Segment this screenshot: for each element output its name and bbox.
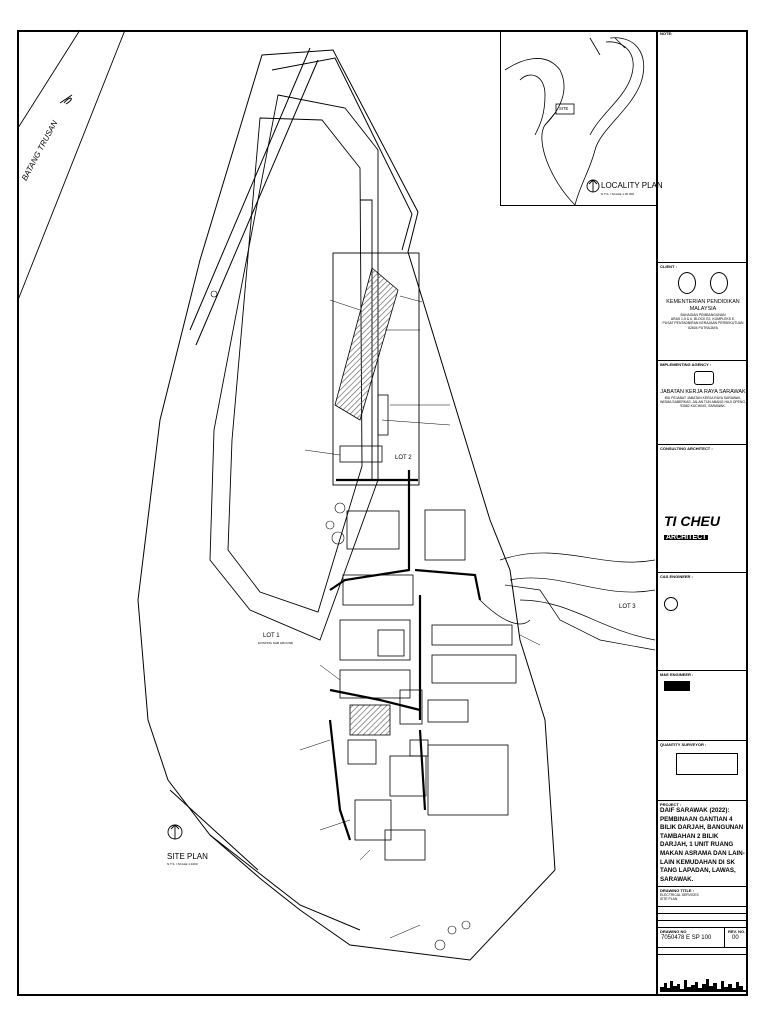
qs-logo-icon (676, 753, 738, 775)
service-routes (328, 470, 482, 841)
lot-label-3: LOT 3 (619, 604, 636, 610)
label-leaders (299, 295, 541, 939)
drawing-number-section: DRAWING NO REV. NO. 7050478 E SP 100 00 (658, 927, 748, 948)
me-engineer-logo-icon (664, 681, 690, 691)
buildings (334, 267, 517, 861)
site-plan-title: SITE PLAN (167, 852, 208, 861)
drawing-info-row (658, 906, 748, 913)
drawing-title-section: DRAWING TITLE : ELECTRICAL SERVICES SITE… (658, 886, 748, 926)
cs-engineer-section: C&S ENGINEER : (658, 572, 748, 670)
me-engineer-section: M&E ENGINEER : (658, 670, 748, 740)
drawing-info-row (658, 920, 748, 927)
rev-no-label: REV. NO. (728, 929, 746, 934)
architect-name: TI CHEU (664, 513, 720, 529)
site-boundary (137, 47, 556, 961)
drawing-sheet-border (17, 30, 748, 996)
river-flow-arrow (59, 94, 73, 105)
trees (210, 290, 471, 951)
client-label: CLIENT : (660, 264, 677, 269)
river-banks (17, 29, 126, 301)
drawing-info-row (658, 954, 748, 961)
cs-engineer-label: C&S ENGINEER : (660, 574, 693, 579)
implementing-name: JABATAN KERJA RAYA SARAWAK (660, 389, 746, 395)
cs-engineer-logo-icon (664, 597, 678, 611)
drawing-title-label: DRAWING TITLE : (660, 888, 694, 893)
note-section: NOTE: (658, 30, 748, 262)
crest-logo-icon (678, 272, 696, 294)
drawing-info-row (658, 913, 748, 920)
locality-plan-panel (500, 30, 656, 206)
site-plan-scale: N.T.S. / SCALE 1:1000 (167, 862, 198, 866)
locality-map (504, 37, 644, 206)
project-title: DAIF SARAWAK (2022): PEMBINAAN GANTIAN 4… (660, 807, 745, 883)
rev-divider (724, 928, 725, 948)
architect-sub: ARCHITECT (664, 534, 709, 541)
skyline-logo-icon (660, 979, 746, 992)
ministry-logo-icon (710, 272, 728, 294)
lot-label-1: LOT 1 (263, 633, 280, 639)
lot-label-2: LOT 2 (395, 455, 412, 461)
consulting-label: CONSULTING ARCHITECT : (660, 446, 713, 451)
qs-section: QUANTITY SURVEYOR : (658, 740, 748, 800)
drawing-number: 7050478 E SP 100 (661, 935, 712, 941)
locality-plan-title: LOCALITY PLAN (601, 181, 663, 190)
jkr-logo-icon (694, 371, 714, 385)
implementing-section: IMPLEMENTING AGENCY : JABATAN KERJA RAYA… (658, 360, 748, 444)
lot-boundaries (209, 94, 420, 641)
me-engineer-label: M&E ENGINEER : (660, 672, 694, 677)
project-section: PROJECT : DAIF SARAWAK (2022): PEMBINAAN… (658, 800, 748, 886)
drawing-no-label: DRAWING NO (660, 929, 687, 934)
implementing-label: IMPLEMENTING AGENCY : (660, 362, 712, 367)
lot1-sub-label: EXISTING SHB GROUND (258, 641, 294, 645)
lot3-contours (479, 552, 656, 651)
consulting-architect-section: CONSULTING ARCHITECT : TI CHEU ARCHITECT (658, 444, 748, 572)
revision-number: 00 (732, 935, 739, 941)
drawing-info-row (658, 947, 748, 954)
title-block: NOTE: CLIENT : KEMENTERIAN PENDIDIKAN MA… (656, 30, 748, 996)
qs-label: QUANTITY SURVEYOR : (660, 742, 707, 747)
north-arrows (167, 179, 600, 840)
note-label: NOTE: (660, 31, 673, 36)
project-label: PROJECT : (660, 802, 682, 807)
client-name: KEMENTERIAN PENDIDIKAN MALAYSIA (666, 299, 740, 312)
client-address: BAHAGIAN PEMBANGUNAN ARAS 1-5 & 6, BLOCK… (662, 313, 744, 330)
drawing-title: ELECTRICAL SERVICES SITE PLAN (660, 893, 699, 902)
implementing-address: IBU PEJABAT JABATAN KERJA RAYA SARAWAK, … (660, 396, 746, 409)
locality-site-tag: SITE (559, 106, 569, 111)
locality-plan-scale: N.T.S. / SCALE 1:20 000 (601, 192, 635, 196)
client-section: CLIENT : KEMENTERIAN PENDIDIKAN MALAYSIA… (658, 262, 748, 360)
